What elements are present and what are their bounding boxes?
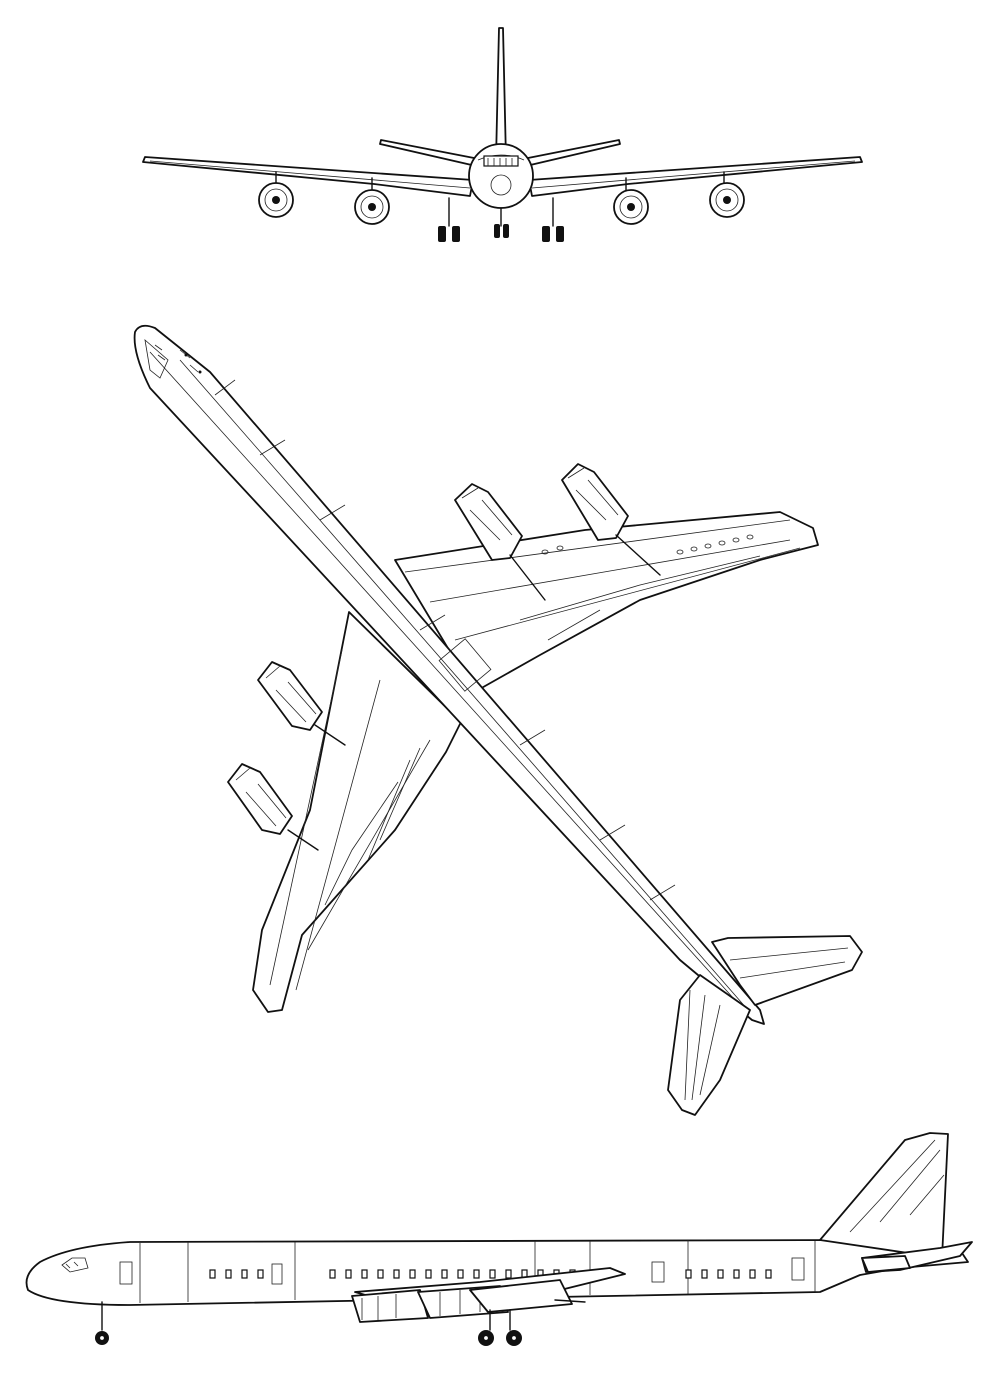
plan-lower-wing [252, 611, 462, 1013]
front-landing-gear [438, 197, 564, 242]
front-right-stabilizer [525, 139, 621, 167]
plan-engine-4 [561, 463, 661, 576]
plan-upper-wing-fuel-panels [541, 534, 754, 555]
front-engine-3 [613, 189, 649, 225]
side-cockpit-windows [61, 1257, 89, 1273]
side-landing-gear [95, 1301, 522, 1346]
plan-lower-stabilizer [667, 974, 751, 1116]
front-engine-1 [258, 182, 294, 218]
front-left-stabilizer [379, 139, 477, 167]
side-view [25, 1132, 973, 1346]
front-engine-4 [709, 182, 745, 218]
side-engines [351, 1279, 586, 1323]
front-right-wing [528, 156, 863, 197]
front-windshield [483, 155, 519, 167]
plan-cockpit [144, 338, 202, 379]
plan-view [133, 324, 863, 1116]
plan-engine-3 [454, 483, 546, 601]
plan-fuselage [133, 324, 765, 1025]
side-doors [119, 1257, 805, 1285]
plan-engine-1 [257, 661, 346, 746]
front-left-wing [142, 156, 474, 197]
front-vertical-fin [495, 27, 507, 161]
front-engine-2 [354, 189, 390, 225]
side-tail-cone [861, 1255, 911, 1273]
side-fuselage [25, 1239, 969, 1306]
front-fuselage [468, 143, 534, 209]
front-view [142, 27, 863, 242]
plan-engine-2 [227, 763, 319, 851]
